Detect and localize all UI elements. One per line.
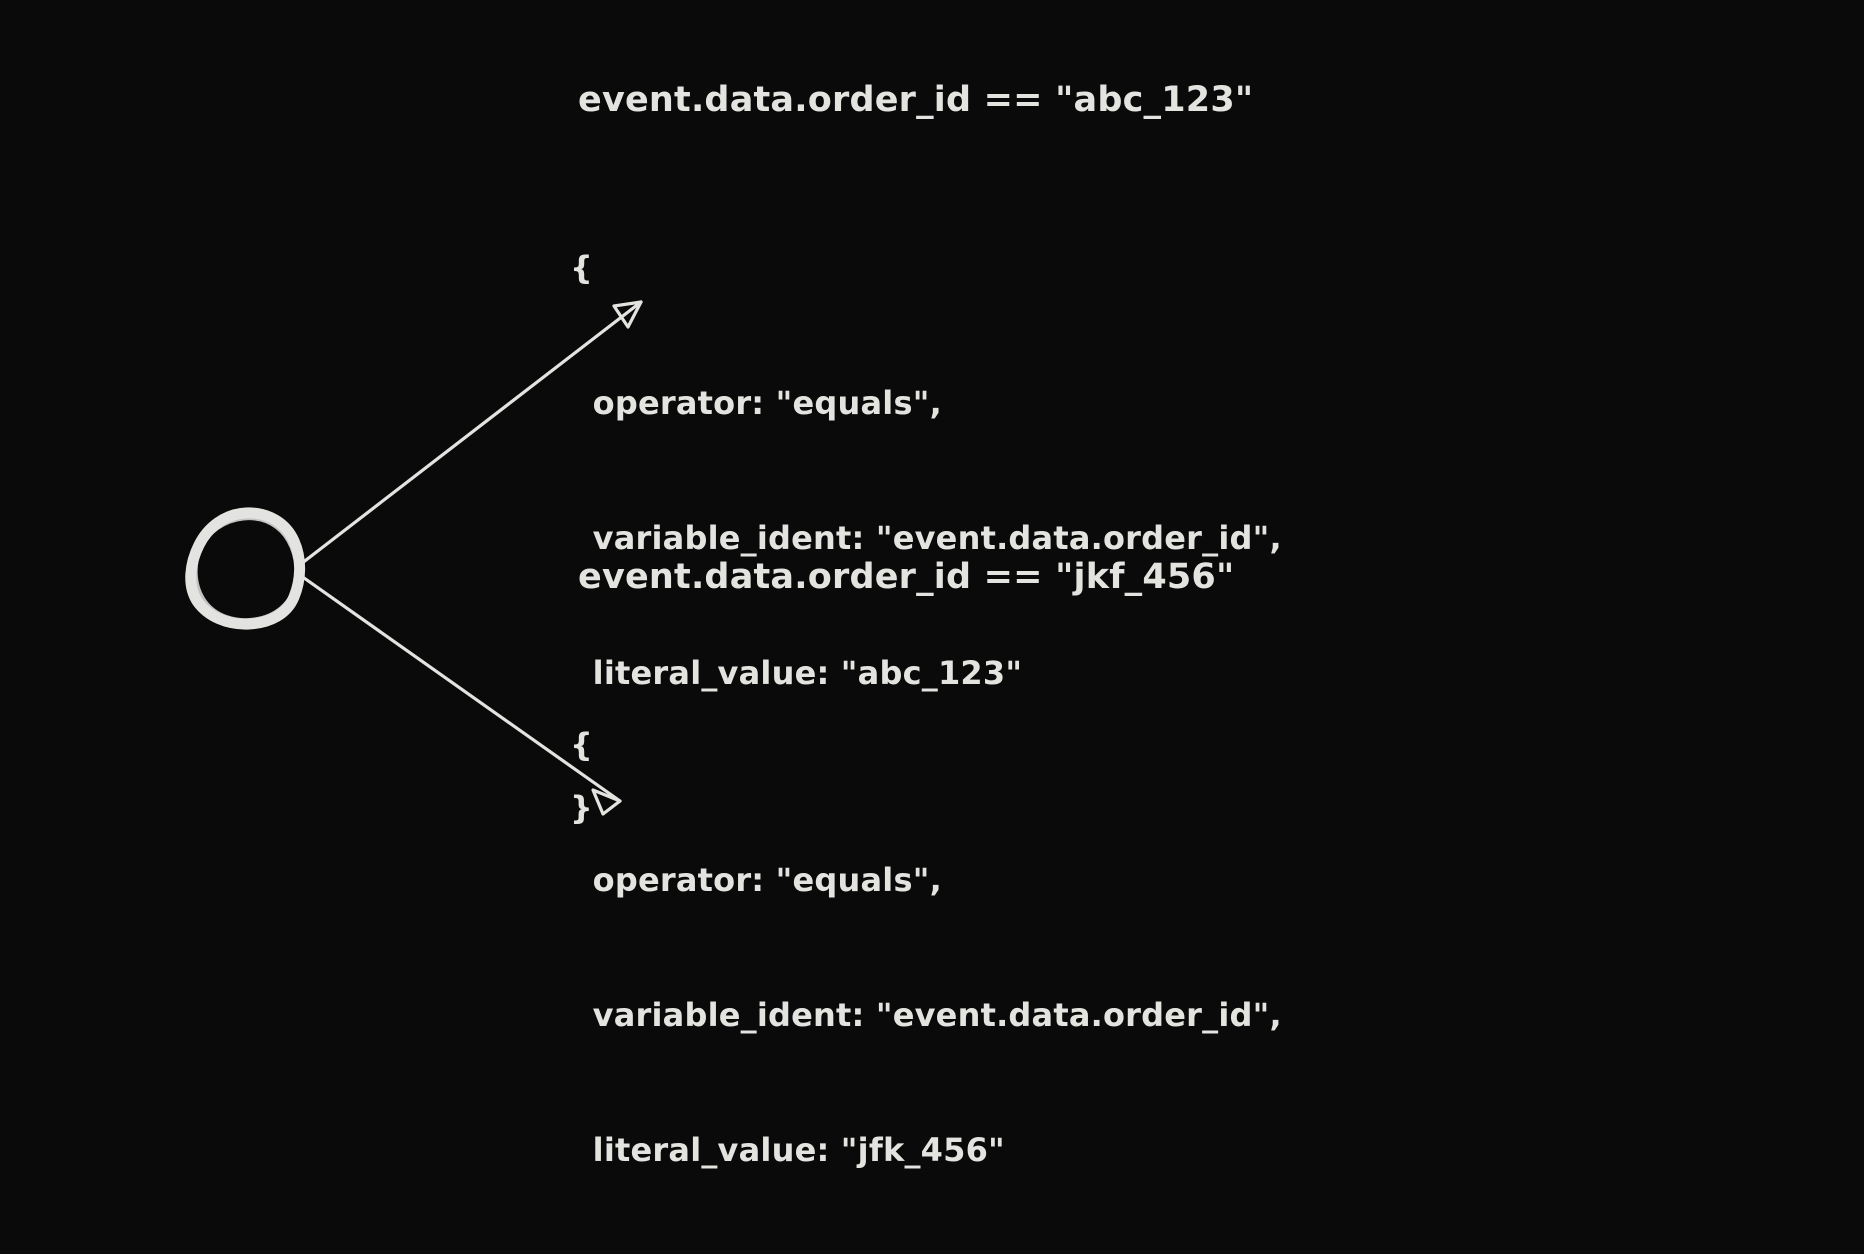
code-line: variable_ident: "event.data.order_id",: [570, 996, 1282, 1034]
code-line: literal_value: "abc_123": [570, 654, 1023, 692]
branch-1-condition-label[interactable]: event.data.order_id == "abc_123": [578, 80, 1254, 120]
branch-2-condition-label[interactable]: event.data.order_id == "jkf_456": [578, 557, 1235, 597]
branch-2-code-block[interactable]: { operator: "equals", variable_ident: "e…: [570, 633, 1282, 1254]
branch-1-code-block[interactable]: { operator: "equals", variable_ident: "e…: [570, 156, 1282, 921]
code-line: variable_ident: "event.data.order_id",: [570, 519, 1282, 557]
code-line: }: [570, 789, 593, 827]
code-line: {: [570, 726, 593, 764]
code-line: operator: "equals",: [570, 861, 942, 899]
code-line: operator: "equals",: [570, 384, 942, 422]
decision-node[interactable]: [185, 507, 306, 630]
code-line: literal_value: "jfk_456": [570, 1131, 1005, 1169]
code-line: {: [570, 249, 593, 287]
